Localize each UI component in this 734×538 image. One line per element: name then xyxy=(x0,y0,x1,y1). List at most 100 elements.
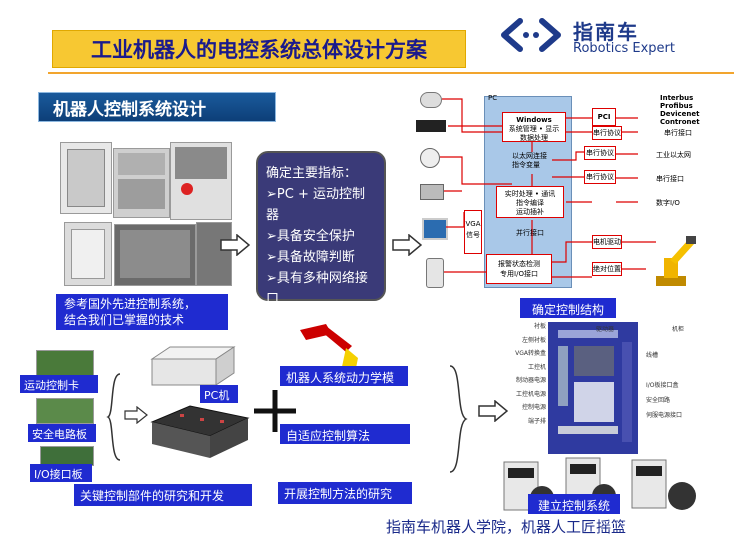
realtime-line-3: 运动插补 xyxy=(516,208,544,216)
fault-box: 报警状态检测 专用I/O接口 xyxy=(486,254,552,284)
robot-arm-image xyxy=(648,230,698,288)
vga-line-1: VGA xyxy=(465,220,481,228)
cabinet-image xyxy=(548,322,638,454)
serial-box-3: 串行协议 xyxy=(584,170,616,184)
indicators-heading: 确定主要指标： xyxy=(266,166,358,181)
motor-drive-box: 电机驱动 xyxy=(592,235,622,249)
control-board-image xyxy=(150,404,250,460)
indicator-item: ➢具有多种网络接口 xyxy=(266,271,368,307)
indicator-item: ➢带有多路I/O xyxy=(266,313,348,328)
indicators-box: 确定主要指标： ➢PC + 运动控制器 ➢具备安全保护 ➢具备故障判断 ➢具有多… xyxy=(256,151,386,328)
structure-label-item: I/O板接口盒 xyxy=(646,382,679,389)
fieldbus-label: Devicenet xyxy=(660,110,700,118)
fieldbus-label: Contronet xyxy=(660,118,700,126)
structure-label-item: 衬板 xyxy=(533,323,546,330)
structure-label-item: 控制电源 xyxy=(521,404,546,411)
windows-line-2: 系统管理 • 显示 xyxy=(508,125,560,133)
ethernet-line-1: 以太网连接 xyxy=(512,152,547,160)
system-diagram: PC Windo xyxy=(416,92,734,292)
fieldbus-label: Profibus xyxy=(660,102,693,110)
section-title: 机器人控制系统设计 xyxy=(38,92,276,122)
controller-photo-6 xyxy=(196,222,232,286)
structure-label-item: 安全回路 xyxy=(646,397,671,404)
arrow-right-icon xyxy=(392,233,423,260)
structure-label-item: 左侧衬板 xyxy=(521,336,546,344)
realtime-box: 实时处理 • 通讯 指令编译 运动插补 xyxy=(496,186,564,218)
vga-line-2: 信号 xyxy=(466,231,480,239)
serial-port-label: 串行接口 xyxy=(656,175,684,183)
abs-position-box: 绝对位置 xyxy=(592,262,622,276)
arrow-right-icon xyxy=(220,233,251,260)
pc-label: PC xyxy=(488,94,498,102)
serial-box-2: 串行协议 xyxy=(584,146,616,160)
disc-icon xyxy=(420,148,440,168)
brace-icon xyxy=(106,372,122,466)
components-caption: 关键控制部件的研究和开发 xyxy=(74,484,252,506)
serial-box-1: 串行协议 xyxy=(592,126,622,140)
pci-box: PCI xyxy=(592,108,616,126)
safety-board-photo xyxy=(36,398,94,424)
teach-pendant-icon xyxy=(426,258,444,288)
structure-label-item: 制动器电源 xyxy=(515,377,546,384)
io-board-label: I/O接口板 xyxy=(30,464,92,482)
structure-left-labels: 衬板 左侧衬板 VGA转换盒 工控机 制动器电源 工控机电源 控制电源 端子排 xyxy=(506,320,546,428)
indicator-item: ➢具备安全保护 xyxy=(266,229,355,244)
fault-line-2: 专用I/O接口 xyxy=(500,270,538,278)
logo-text-cn: 指南车 xyxy=(573,20,639,44)
keyboard-icon xyxy=(416,120,446,132)
logo-text-en: Robotics Expert xyxy=(573,41,675,56)
structure-label-item: VGA转换盒 xyxy=(515,350,546,357)
digital-io-label: 数字I/O xyxy=(656,199,680,207)
hard-disk-icon xyxy=(420,184,444,200)
motion-card-label: 运动控制卡 xyxy=(20,375,98,393)
pc-unit-label: PC机 xyxy=(200,385,238,403)
vga-box: VGA 信号 xyxy=(464,210,482,254)
plus-icon xyxy=(252,388,298,438)
realtime-line-2: 指令编译 xyxy=(516,199,544,207)
fieldbus-label: Interbus xyxy=(660,94,694,102)
mouse-icon xyxy=(420,92,442,108)
page-title: 工业机器人的电控系统总体设计方案 xyxy=(52,30,466,68)
fault-line-1: 报警状态检测 xyxy=(498,260,540,268)
arrow-right-icon xyxy=(478,399,509,426)
controller-photo-5 xyxy=(114,224,196,286)
controller-photo-1 xyxy=(60,142,112,214)
motion-card-photo xyxy=(36,350,94,378)
structure-label-item: 端子排 xyxy=(527,417,546,425)
indicator-item: ➢PC + 运动控制器 xyxy=(266,187,365,223)
header-divider xyxy=(48,72,734,74)
structure-top-label: 机柜 xyxy=(672,326,685,333)
reference-caption-line-2: 结合我们已掌握的技术 xyxy=(64,313,185,327)
structure-right-labels: 线槽 I/O板接口盒 安全回路 伺服电源接口 xyxy=(646,348,682,423)
structure-label-item: 线槽 xyxy=(646,352,659,359)
ethernet-box: 以太网连接 指令变量 xyxy=(512,152,556,170)
structure-label-item: 工控机电源 xyxy=(515,390,546,398)
controller-photo-4 xyxy=(64,222,112,286)
reference-caption-line-1: 参考国外先进控制系统， xyxy=(64,297,197,311)
windows-box: Windows 系统管理 • 显示 数据处理 xyxy=(502,112,566,142)
reference-caption: 参考国外先进控制系统， 结合我们已掌握的技术 xyxy=(56,294,228,330)
fieldbus-labels: Interbus Profibus Devicenet Contronet xyxy=(660,94,700,126)
footer-text: 指南车机器人学院，机器人工匠摇篮 xyxy=(386,518,627,536)
logo-mark xyxy=(498,15,564,55)
build-system-label: 建立控制系统 xyxy=(528,494,620,514)
structure-top-label: 驱动器 xyxy=(596,326,615,333)
arrow-right-icon xyxy=(124,405,148,428)
pc-unit-image xyxy=(150,345,236,387)
controller-photo-3 xyxy=(170,142,232,220)
structure-label: 确定控制结构 xyxy=(520,298,616,318)
structure-label-item: 工控机 xyxy=(527,363,546,371)
structure-label-item: 伺服电源接口 xyxy=(646,412,683,419)
controller-photo-2 xyxy=(113,148,170,218)
ethernet-label: 工业以太网 xyxy=(656,151,691,159)
indicator-item: ➢具备故障判断 xyxy=(266,250,355,265)
adaptive-label: 自适应控制算法 xyxy=(280,424,410,444)
serial-port-label: 串行接口 xyxy=(664,129,692,137)
brace-icon xyxy=(448,364,468,478)
io-board-photo xyxy=(40,446,94,466)
realtime-line-1: 实时处理 • 通讯 xyxy=(504,190,556,198)
windows-line-1: Windows xyxy=(516,116,552,124)
methods-caption: 开展控制方法的研究 xyxy=(278,482,412,504)
windows-line-3: 数据处理 xyxy=(520,134,548,142)
monitor-icon xyxy=(422,218,448,240)
